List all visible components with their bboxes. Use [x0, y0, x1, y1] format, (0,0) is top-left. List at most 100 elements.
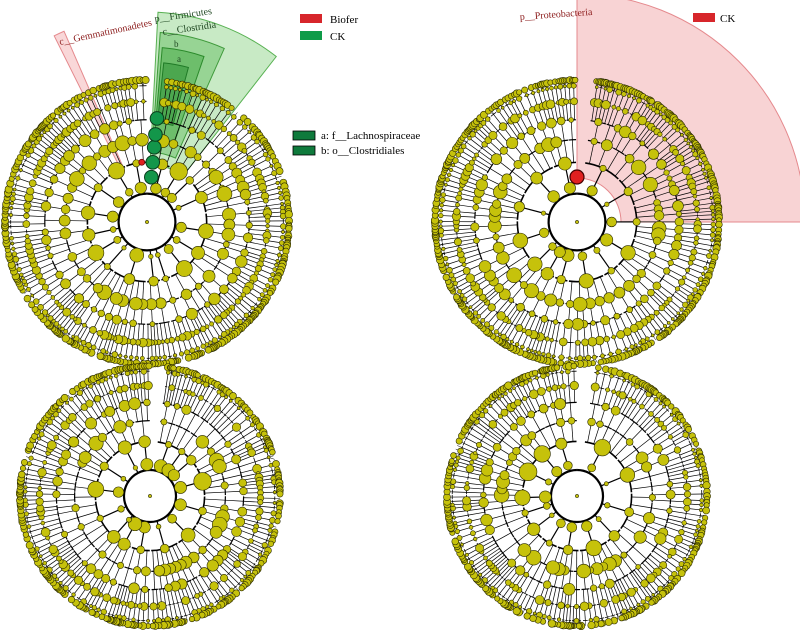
tree-node: [88, 95, 94, 101]
branch: [72, 323, 82, 337]
branch: [85, 524, 104, 536]
tree-node: [439, 202, 444, 208]
branch-arc: [76, 596, 82, 601]
tree-node: [585, 354, 592, 361]
tree-node: [92, 282, 104, 294]
tree-node: [557, 83, 564, 90]
tree-node: [123, 273, 136, 285]
branch: [171, 88, 176, 105]
tree-node: [180, 288, 192, 300]
tree-node: [601, 139, 613, 152]
tree-node: [141, 76, 150, 84]
branch-arc: [51, 260, 58, 271]
branch: [201, 308, 212, 325]
tree-node: [652, 236, 662, 246]
branch: [128, 548, 135, 569]
tree-node: [109, 120, 119, 131]
branch: [246, 145, 261, 155]
branch-arc: [217, 258, 221, 265]
tree-node: [113, 196, 125, 208]
branch-arc: [167, 355, 173, 358]
tree-node: [597, 358, 604, 366]
tree-node: [558, 156, 572, 171]
tree-node: [93, 94, 98, 98]
tree-node: [509, 339, 514, 344]
branch: [26, 229, 46, 232]
tree-node: [468, 305, 473, 309]
branch-arc: [182, 427, 191, 433]
branch: [56, 499, 75, 502]
branch-arc: [213, 264, 218, 271]
branch: [443, 245, 459, 250]
tree-node: [692, 199, 700, 207]
tree-node: [198, 395, 204, 401]
tree-node: [275, 167, 284, 175]
tree-node: [21, 278, 27, 284]
tree-node: [515, 324, 524, 332]
tree-node: [79, 99, 85, 105]
tree-node: [710, 221, 716, 228]
tree-node: [521, 86, 529, 94]
branch: [226, 241, 247, 248]
branch: [203, 101, 212, 116]
tree-node: [77, 267, 86, 277]
tree-node: [688, 254, 696, 262]
tree-node: [456, 246, 463, 253]
tree-node: [49, 175, 59, 184]
tree-node: [552, 319, 559, 325]
tree-node: [201, 112, 207, 119]
tree-node: [184, 354, 193, 362]
tree-node: [698, 161, 703, 166]
tree-node: [160, 418, 168, 426]
tree-node: [547, 190, 560, 203]
branch-arc: [158, 587, 165, 590]
tree-node: [224, 156, 233, 165]
tree-node: [220, 311, 228, 319]
tree-node: [474, 152, 479, 158]
tree-node: [519, 152, 531, 164]
branch: [456, 231, 476, 235]
branch: [228, 573, 240, 584]
tree-node: [274, 262, 279, 268]
tree-node: [53, 321, 60, 327]
branch: [193, 419, 205, 435]
branch: [124, 302, 130, 322]
branch: [507, 123, 519, 139]
tree-node: [97, 309, 105, 318]
tree-node: [194, 282, 203, 290]
tree-node: [444, 177, 450, 183]
tree-node: [269, 164, 274, 168]
tree-node: [31, 143, 37, 149]
tree-node: [54, 299, 60, 305]
tree-node: [60, 326, 65, 332]
tree-node: [9, 235, 14, 241]
tree-node: [129, 247, 145, 263]
tree-node: [133, 99, 139, 105]
tree-node: [549, 337, 554, 343]
branch-arc: [239, 431, 243, 435]
tree-node: [134, 181, 147, 194]
tree-node: [526, 126, 536, 136]
tree-node: [459, 293, 465, 298]
tree-node: [444, 182, 448, 187]
node-layer: [1, 76, 293, 369]
tree-node: [562, 84, 567, 89]
tree-node: [158, 355, 162, 360]
branch: [223, 142, 238, 155]
tree-node: [600, 353, 605, 359]
tree-node: [267, 277, 274, 283]
tree-node: [71, 105, 75, 110]
tree-node: [12, 187, 17, 192]
branch: [266, 203, 283, 207]
tree-node: [441, 246, 446, 251]
branch: [205, 388, 214, 401]
tree-node: [711, 212, 716, 217]
tree-node: [695, 156, 700, 161]
tree-node: [218, 335, 222, 339]
tree-node: [46, 289, 52, 295]
tree-node: [460, 143, 467, 150]
tree-node: [243, 312, 250, 318]
branch-arc: [258, 143, 262, 148]
tree-node: [41, 228, 49, 236]
tree-node: [473, 237, 480, 244]
